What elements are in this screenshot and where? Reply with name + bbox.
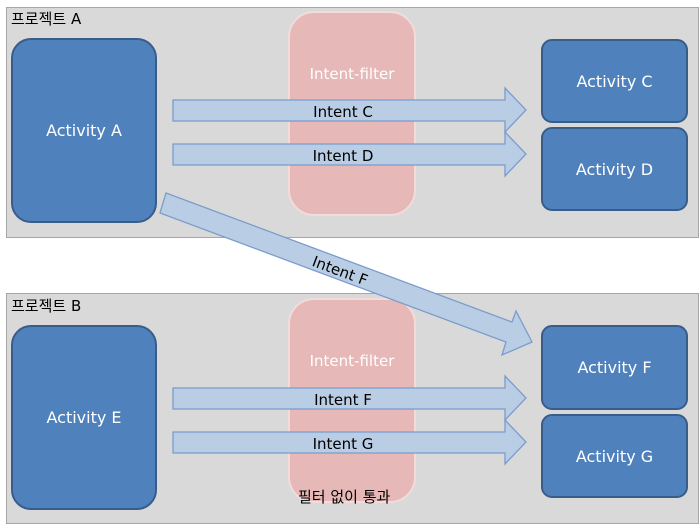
activity-e-label: Activity E <box>46 408 122 427</box>
activity-a: Activity A <box>11 38 157 223</box>
activity-g-label: Activity G <box>575 446 654 466</box>
arrow-intent-g: Intent G <box>172 418 527 466</box>
intent-filter-a-label: Intent-filter <box>309 65 395 83</box>
activity-f: Activity F <box>541 325 688 410</box>
arrow-intent-f: Intent F <box>172 374 527 422</box>
activity-d: Activity D <box>541 127 688 211</box>
arrow-intent-c: Intent C <box>172 86 527 134</box>
project-a-label: 프로젝트 A <box>11 10 82 28</box>
project-b-label: 프로젝트 B <box>11 297 82 315</box>
activity-g: Activity G <box>541 414 688 498</box>
activity-c: Activity C <box>541 39 688 123</box>
activity-d-label: Activity D <box>575 159 654 179</box>
arrow-intent-c-label: Intent C <box>313 103 373 121</box>
arrow-intent-g-label: Intent G <box>313 435 374 453</box>
activity-f-label: Activity F <box>577 358 652 377</box>
activity-a-label: Activity A <box>46 121 122 140</box>
arrow-intent-d: Intent D <box>172 130 527 178</box>
activity-e: Activity E <box>11 325 157 510</box>
arrow-intent-d-label: Intent D <box>313 147 374 165</box>
bypass-note: 필터 없이 통과 <box>298 488 391 506</box>
activity-c-label: Activity C <box>576 71 653 91</box>
intent-filter-b-label: Intent-filter <box>309 352 395 370</box>
arrow-intent-f-label: Intent F <box>314 391 372 409</box>
arrow-intent-f-cross: Intent F <box>159 192 533 357</box>
